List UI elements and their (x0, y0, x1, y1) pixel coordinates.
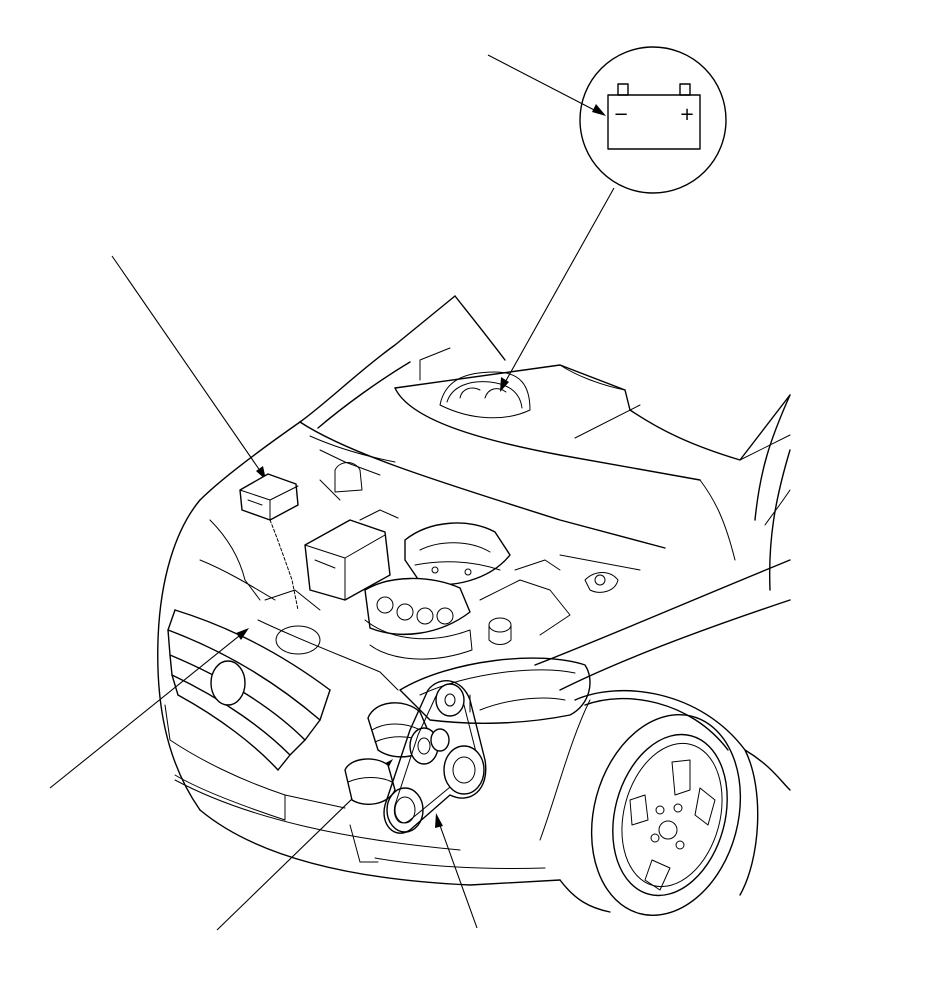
battery-callout-line (487, 54, 601, 114)
negative-terminal-symbol: − (613, 104, 628, 125)
belt-callout-line (437, 819, 478, 929)
headlight (399, 657, 591, 724)
under-hood-fuse-relay-box (239, 473, 299, 521)
battery-location-arrow (500, 377, 509, 392)
grille-callout-line (49, 631, 245, 789)
car-body (157, 394, 791, 913)
fuse-box-callout-line (111, 255, 264, 476)
front-wheel (590, 714, 742, 916)
grille-arrow (236, 628, 249, 640)
battery-location-line (502, 187, 615, 387)
battery-callout-arrow (592, 104, 606, 116)
belt-arrow (435, 813, 443, 828)
drive-belt (383, 680, 487, 834)
open-hood (299, 295, 791, 561)
brand-emblem (210, 660, 246, 706)
engine-bay (199, 435, 641, 691)
positive-terminal-symbol: + (679, 104, 694, 125)
front-grille (164, 609, 346, 821)
battery-inset: − + (579, 46, 727, 194)
battery-icon: − + (607, 83, 701, 150)
